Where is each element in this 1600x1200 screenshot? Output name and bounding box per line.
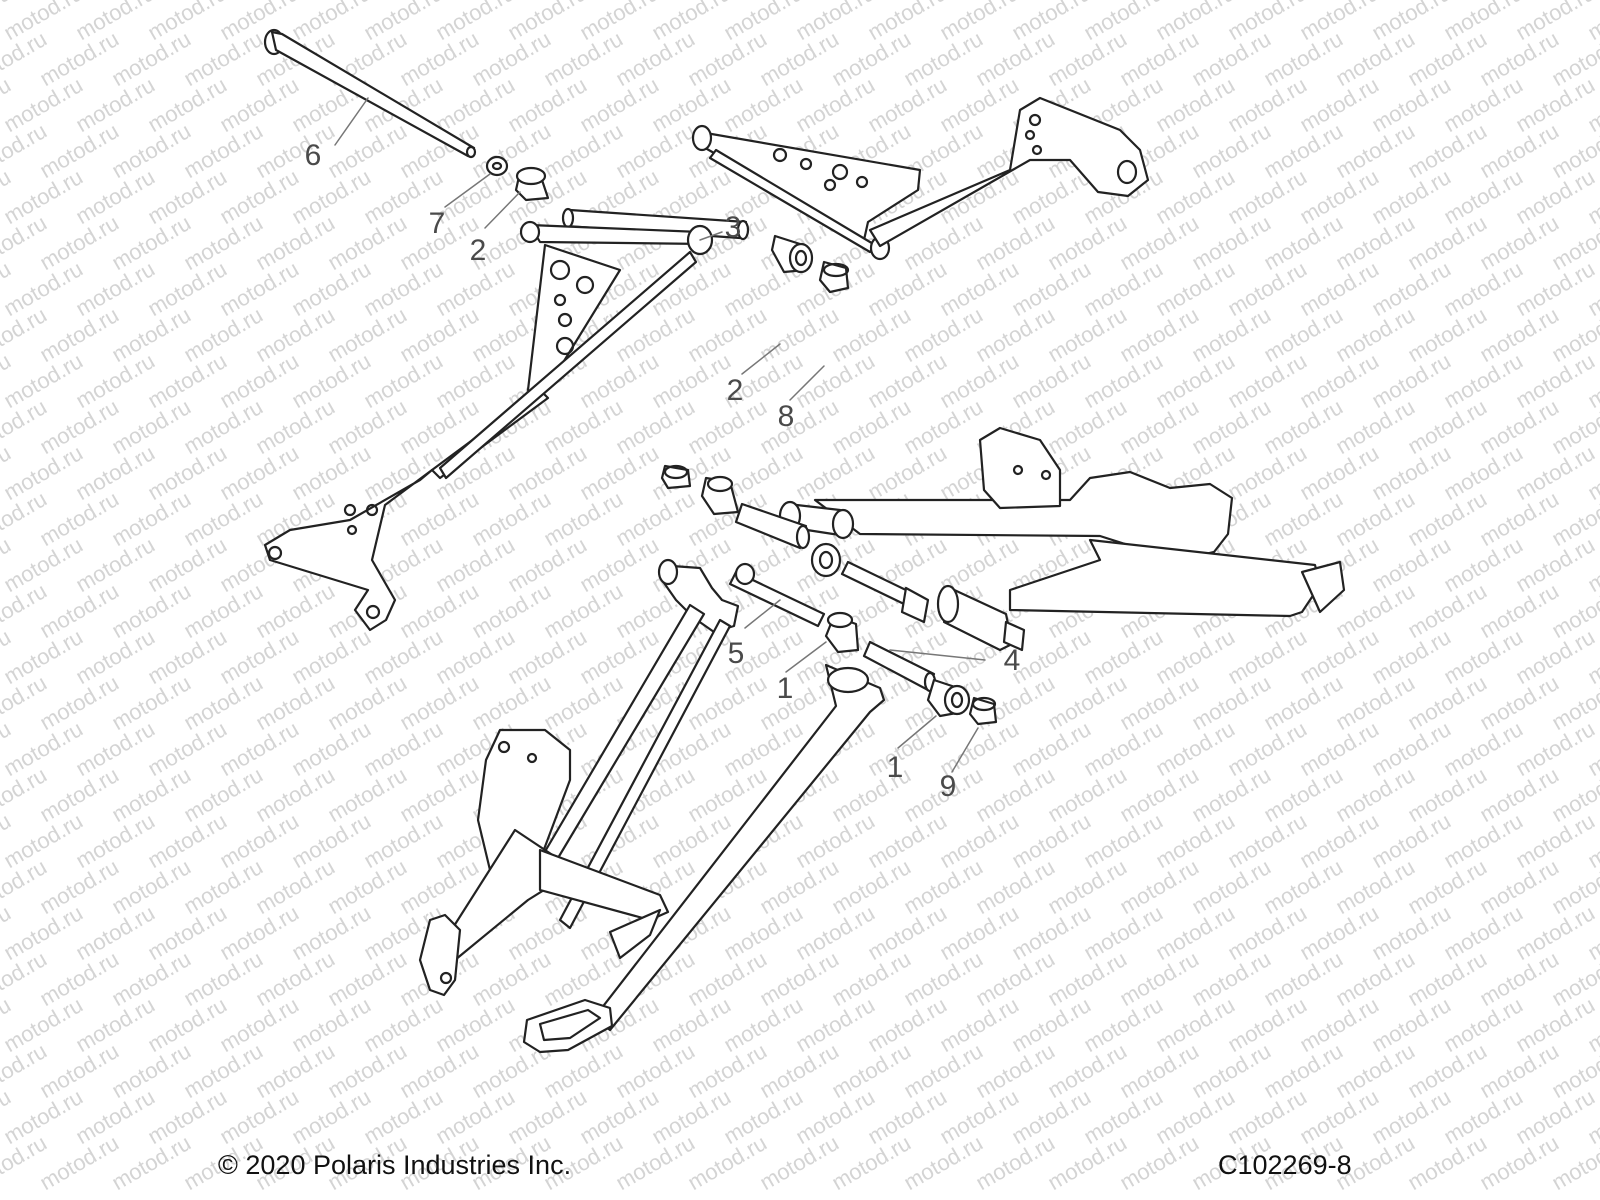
callout-8: 8 (777, 400, 795, 433)
bushing-part-2-upper (514, 166, 550, 202)
callout-3: 3 (724, 211, 742, 244)
bushing-middle-center (810, 542, 842, 578)
nut-part-8 (818, 260, 850, 294)
tube-left-middle (734, 502, 811, 550)
bushing-part-1-lower (926, 678, 971, 718)
upper-left-a-arm (263, 220, 714, 632)
callout-1-upper: 1 (776, 672, 794, 705)
nut-part-9 (968, 696, 998, 726)
bushing-part-2-right (770, 234, 814, 274)
bushing-part-1-upper (824, 611, 860, 654)
callout-4: 4 (1003, 644, 1021, 677)
nut-part-left (660, 464, 692, 490)
bolt-middle (840, 560, 930, 624)
callout-2-upper: 2 (469, 234, 487, 267)
upper-right-a-arm (691, 96, 1150, 261)
callout-2-right: 2 (726, 374, 744, 407)
bolt-part-6 (263, 28, 477, 159)
copyright-text: © 2020 Polaris Industries Inc. (218, 1150, 572, 1180)
callout-5: 5 (727, 637, 745, 670)
tube-part-4 (862, 640, 937, 693)
callout-7: 7 (428, 207, 446, 240)
callout-9: 9 (939, 770, 957, 803)
bolt-part-5 (728, 562, 826, 628)
callout-6: 6 (304, 139, 322, 172)
leader-lines (334, 97, 986, 773)
figure-code: C102269-8 (1218, 1150, 1352, 1180)
washer-part-7 (485, 155, 509, 177)
lower-right-a-arm (778, 426, 1346, 618)
lower-a-arm (418, 558, 886, 1054)
callout-1-lower: 1 (886, 751, 904, 784)
shaft-assembly-right (936, 584, 1026, 652)
bushing-left-middle (700, 475, 740, 516)
